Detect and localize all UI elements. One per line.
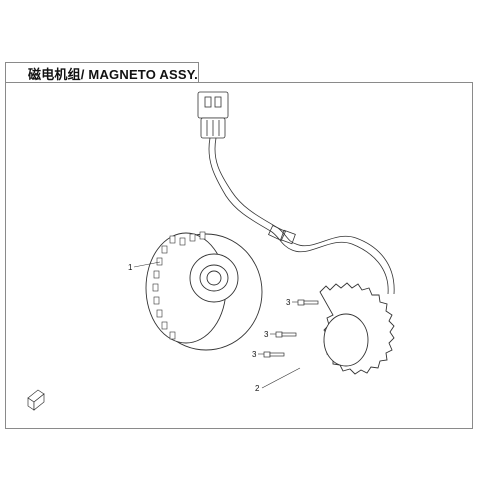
callout-3b: 3 bbox=[264, 330, 269, 339]
bolt-3 bbox=[263, 351, 285, 358]
flywheel-rotor bbox=[145, 231, 263, 351]
leader-lines bbox=[133, 261, 301, 389]
bolt-2 bbox=[275, 331, 297, 338]
bolt-1 bbox=[297, 299, 319, 306]
title-box bbox=[5, 62, 199, 83]
diagram-frame bbox=[5, 82, 473, 429]
callout-3a: 3 bbox=[286, 298, 291, 307]
callout-2: 2 bbox=[255, 384, 260, 393]
reference-tag-icon bbox=[27, 389, 45, 411]
stator-coil bbox=[319, 282, 395, 375]
callout-1: 1 bbox=[128, 263, 133, 272]
callout-3c: 3 bbox=[252, 350, 257, 359]
connector-plug bbox=[197, 91, 229, 139]
diagram-title: 磁电机组/ MAGNETO ASSY. bbox=[28, 67, 198, 82]
wire-harness bbox=[208, 137, 395, 295]
